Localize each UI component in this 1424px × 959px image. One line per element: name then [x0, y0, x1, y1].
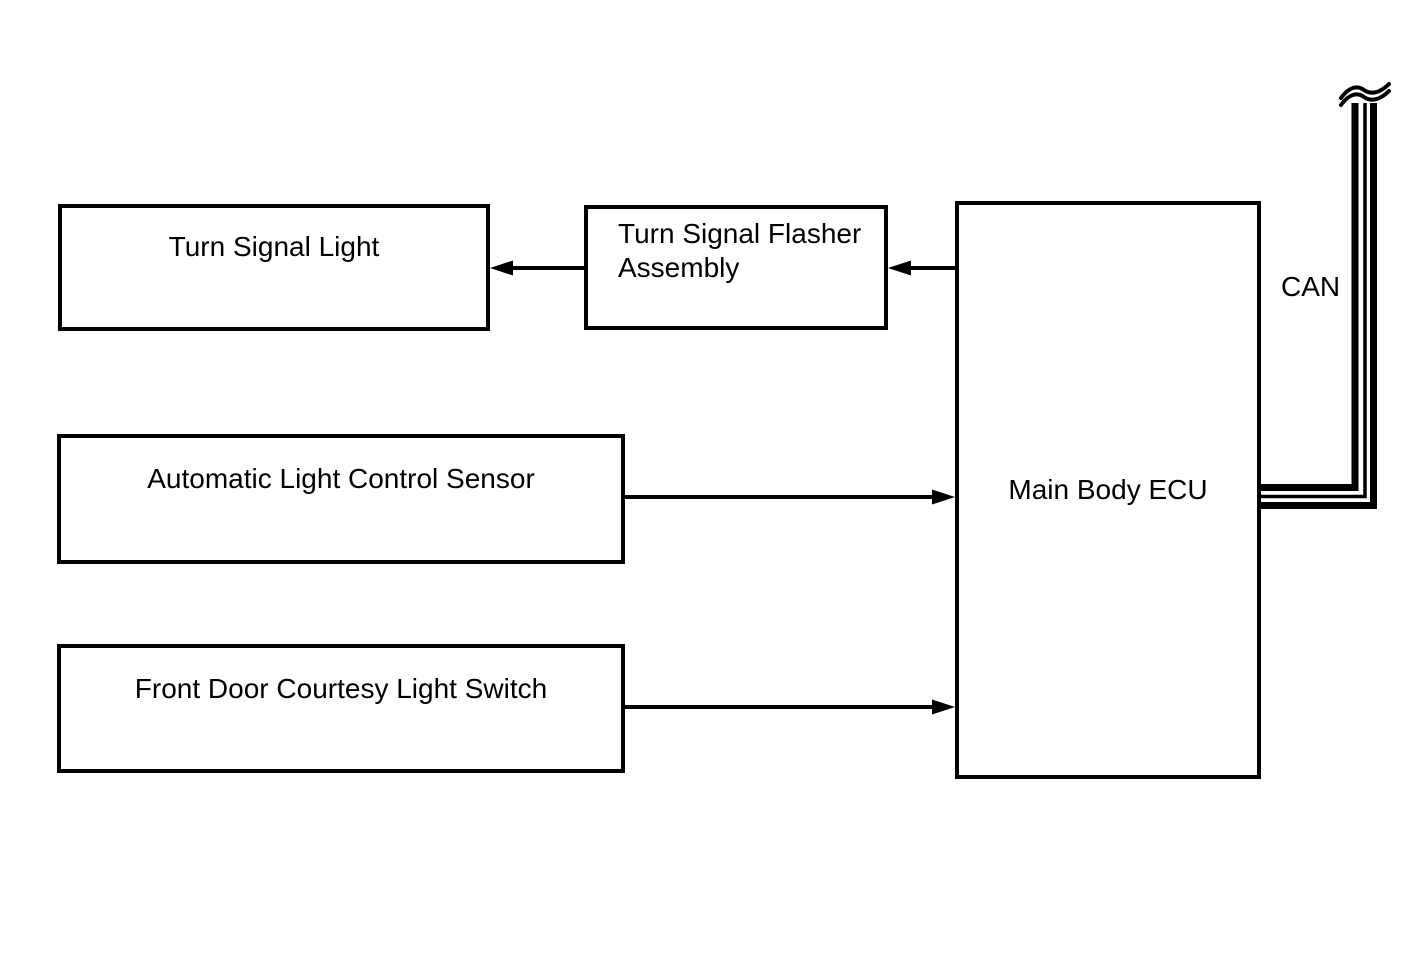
arrow-switch-to-ecu — [625, 699, 955, 715]
automatic-light-control-sensor-box: Automatic Light Control Sensor — [57, 434, 625, 564]
arrow-flasher-to-turn-signal-light — [490, 260, 584, 276]
automatic-light-control-sensor-label: Automatic Light Control Sensor — [147, 463, 535, 494]
turn-signal-flasher-assembly-box: Turn Signal Flasher Assembly — [584, 205, 888, 330]
arrow-sensor-to-ecu — [625, 489, 955, 505]
main-body-ecu-box: Main Body ECU — [955, 201, 1261, 779]
turn-signal-light-label: Turn Signal Light — [168, 231, 380, 262]
can-bus-label: CAN — [1281, 271, 1341, 302]
front-door-courtesy-light-switch-box: Front Door Courtesy Light Switch — [57, 644, 625, 773]
arrow-ecu-to-flasher — [888, 260, 955, 276]
front-door-courtesy-light-switch-label: Front Door Courtesy Light Switch — [134, 673, 548, 704]
can-bus-lines — [1260, 103, 1377, 509]
main-body-ecu-label: Main Body ECU — [1008, 474, 1208, 505]
turn-signal-flasher-assembly-label: Turn Signal Flasher Assembly — [618, 218, 862, 283]
can-bus-break-squiggle-icon — [1339, 82, 1391, 107]
turn-signal-light-box: Turn Signal Light — [58, 204, 490, 331]
